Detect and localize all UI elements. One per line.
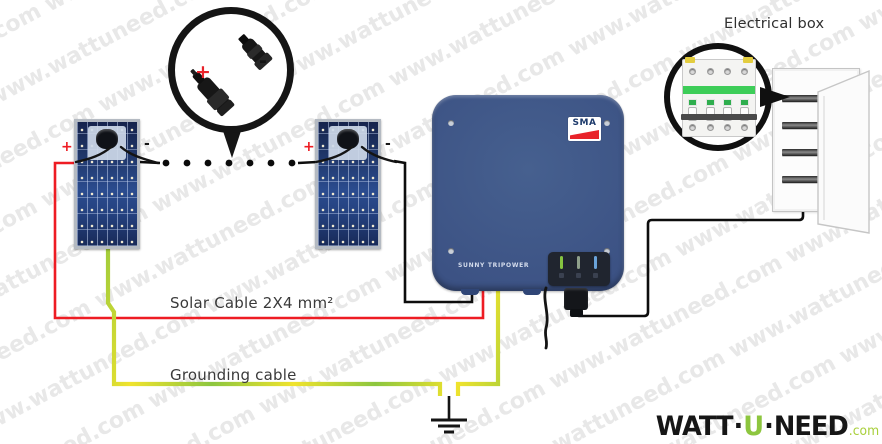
circuit-breaker: [681, 57, 757, 137]
solar-cable-label: Solar Cable 2X4 mm²: [170, 294, 334, 312]
mc4-female-connector-icon: [238, 34, 273, 70]
breaker-detail-circle: [664, 43, 772, 151]
breaker-screw: [741, 68, 748, 75]
inverter-cable-gland: [461, 289, 479, 295]
breaker-indicator: [740, 99, 749, 106]
electrical-box-title: Electrical box: [724, 16, 825, 32]
breaker-indicator: [688, 99, 697, 106]
sma-logo-swoosh: [570, 130, 599, 139]
grounding-cable-panel: [105, 248, 443, 396]
breaker-rail: [782, 176, 824, 183]
breaker-screw: [741, 124, 748, 131]
series-link-dots: [162, 159, 296, 167]
solar-panel-1: [74, 119, 140, 249]
mc4-plus-label: +: [195, 61, 211, 83]
breaker-screw: [689, 124, 696, 131]
brand-u: U: [743, 411, 764, 442]
mc4-detail-circle: + -: [168, 7, 294, 133]
panel2-plus-label: +: [303, 139, 315, 155]
inverter-model-label: SUNNY TRIPOWER: [458, 262, 530, 269]
breaker-rail: [782, 95, 824, 102]
grounding-cable-inverter: [455, 289, 501, 396]
screw-icon: [604, 120, 610, 126]
mc4-minus-label: -: [259, 50, 267, 72]
brand-dot: ·: [763, 411, 774, 442]
led-glyph: [559, 273, 564, 278]
brand-watt: WATT: [655, 411, 734, 442]
breaker-rail: [782, 122, 824, 129]
brand-need: NEED: [773, 411, 849, 442]
junction-box-connector: [337, 129, 359, 149]
brand-dot: ·: [733, 411, 743, 442]
led-glyph: [576, 273, 581, 278]
panel1-minus-label: -: [144, 136, 150, 152]
panel2-minus-label: -: [385, 136, 391, 152]
breaker-terminal-cap: [743, 57, 753, 63]
led-green-icon: [560, 256, 563, 269]
breaker-screw: [724, 124, 731, 131]
ground-symbol-icon: [431, 396, 467, 434]
junction-box-connector: [96, 129, 118, 149]
led-status-icon: [577, 256, 580, 269]
brand-tld: .com: [848, 424, 879, 439]
breaker-toggle-bar: [681, 114, 757, 120]
grounding-cable-label: Grounding cable: [170, 366, 297, 384]
sma-logo-text: SMA: [572, 118, 597, 128]
breaker-brand-band: [683, 86, 755, 94]
screw-icon: [448, 248, 454, 254]
breaker-screw: [707, 68, 714, 75]
ac-plug: [564, 288, 588, 310]
breaker-terminal-cap: [685, 57, 695, 63]
dc-positive-cable: [53, 161, 485, 320]
mc4-connectors: [190, 34, 273, 117]
sma-logo: SMA: [568, 117, 601, 141]
breaker-screw: [724, 68, 731, 75]
breaker-screw: [707, 124, 714, 131]
electrical-cabinet: [772, 68, 860, 212]
brand-logo: WATT · U · NEED .com: [656, 411, 879, 442]
screw-icon: [604, 248, 610, 254]
junction-box: [88, 126, 126, 160]
breaker-screw: [689, 68, 696, 75]
led-blue-icon: [594, 256, 597, 269]
solar-panel-2: [315, 119, 381, 249]
screw-icon: [448, 120, 454, 126]
panel1-plus-label: +: [61, 139, 73, 155]
led-glyph: [593, 273, 598, 278]
led-panel: [548, 252, 610, 286]
breaker-indicator: [723, 99, 732, 106]
mc4-male-connector-icon: [190, 69, 235, 117]
inverter: SMA SUNNY TRIPOWER: [432, 95, 624, 291]
junction-box: [329, 126, 367, 160]
inverter-cable-gland: [523, 289, 541, 295]
breaker-rail: [782, 149, 824, 156]
breaker-indicator: [706, 99, 715, 106]
dc-negative-cable: [393, 159, 474, 304]
ac-plug-tip: [570, 309, 583, 317]
